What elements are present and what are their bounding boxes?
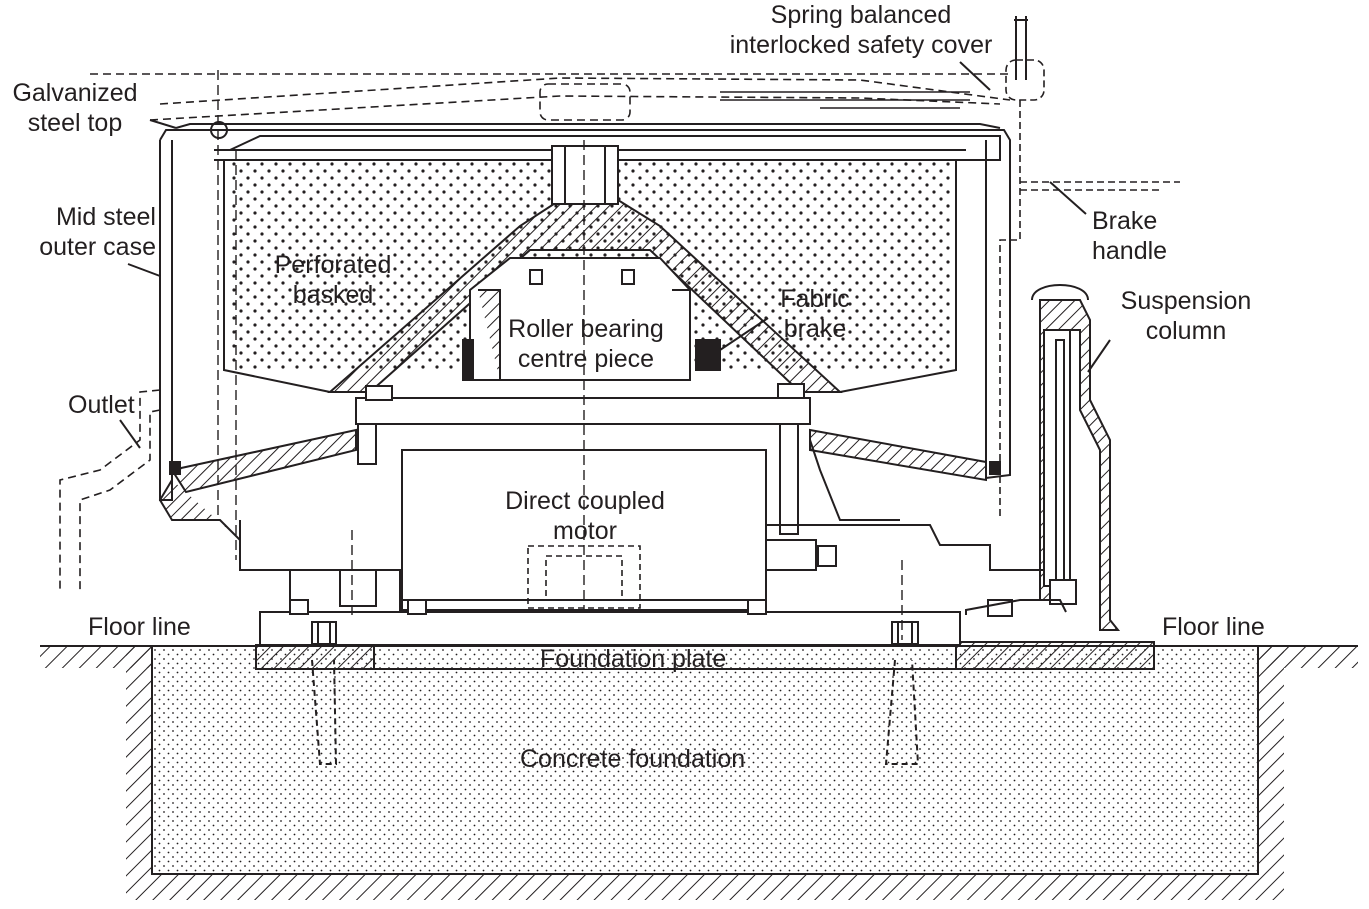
lower-tub xyxy=(170,428,987,494)
label-outlet: Outlet xyxy=(68,391,135,419)
label-floor-line-left: Floor line xyxy=(88,613,191,641)
leader-galvanized-top xyxy=(149,119,177,129)
leader-brake-handle xyxy=(1049,181,1087,215)
label-direct-motor: Direct coupled motor xyxy=(505,487,665,545)
top-pivot-icon xyxy=(210,121,228,139)
label-floor-line-right: Floor line xyxy=(1162,613,1265,641)
leader-spring-cover xyxy=(959,61,991,91)
label-mid-steel-case: Mid steel outer case xyxy=(39,203,156,261)
galvanized-top xyxy=(175,123,1001,129)
foundation-plate-left xyxy=(255,644,375,670)
anchor-bolt-right xyxy=(884,659,920,765)
leader-mid-steel-case xyxy=(127,263,161,277)
leader-outlet xyxy=(119,419,141,449)
pit-floor xyxy=(126,874,1284,900)
outlet-pipe xyxy=(59,389,161,590)
foundation-bolt-right xyxy=(891,621,919,645)
leader-lines xyxy=(119,61,1111,449)
leader-suspension xyxy=(1087,339,1111,373)
label-brake-handle: Brake handle xyxy=(1092,207,1168,265)
ground-and-foundation xyxy=(40,611,1358,900)
label-concrete-foundation: Concrete foundation xyxy=(520,745,746,773)
base-frame xyxy=(259,611,961,646)
leader-fabric-brake xyxy=(719,317,769,351)
anchor-bolt-left xyxy=(311,659,338,765)
brake-handle xyxy=(1014,16,1028,80)
label-perforated-basket: Perforated basked xyxy=(274,251,392,309)
hub-nut xyxy=(551,145,619,205)
label-foundation-plate: Foundation plate xyxy=(540,645,727,673)
label-galvanized-top: Galvanized steel top xyxy=(12,79,138,137)
centre-lines xyxy=(217,70,903,640)
label-fabric-brake: Fabric brake xyxy=(780,285,850,343)
pit-wall-right xyxy=(1258,646,1284,874)
fabric-brake-pad xyxy=(695,339,721,371)
safety-cover-dashed xyxy=(90,73,1011,121)
roller-bearing-block xyxy=(469,257,691,381)
ground-hatch-left xyxy=(40,646,152,668)
pit-wall-left xyxy=(126,646,152,874)
label-spring-cover: Spring balanced interlocked safety cover xyxy=(729,1,993,59)
label-suspension-column: Suspension column xyxy=(1120,287,1252,345)
foundation-bolt-left xyxy=(311,621,337,645)
machine xyxy=(59,16,1180,640)
flange-plate xyxy=(355,397,811,425)
label-roller-bearing: Roller bearing centre piece xyxy=(508,315,664,373)
foundation-plate-right xyxy=(955,641,1155,670)
